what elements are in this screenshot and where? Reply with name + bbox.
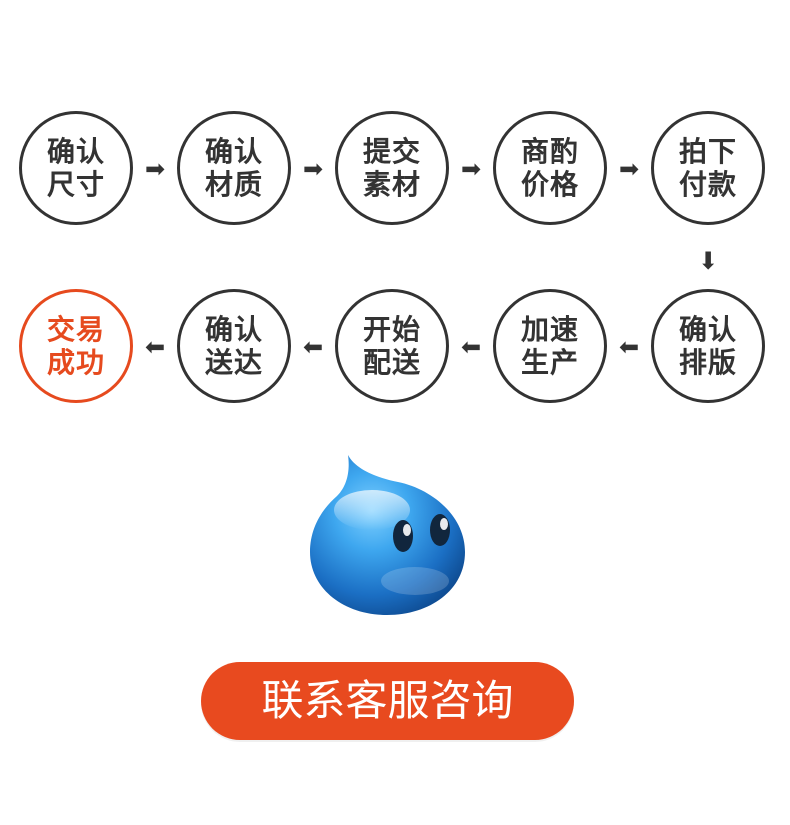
- step-start-delivery: 开始 配送: [335, 289, 449, 403]
- step-label-line2: 排版: [678, 346, 737, 379]
- process-flow-diagram: 确认 尺寸 ➡ 确认 材质 ➡ 提交 素材 ➡ 商酌 价格 ➡ 拍下 付款 ⬇ …: [19, 111, 765, 403]
- step-label-line1: 确认: [204, 135, 263, 168]
- step-label-line1: 确认: [46, 135, 105, 168]
- step-label-line1: 确认: [204, 313, 263, 346]
- step-confirm-delivery: 确认 送达: [177, 289, 291, 403]
- step-label-line2: 付款: [678, 168, 737, 201]
- step-label-line2: 价格: [520, 168, 579, 201]
- step-label-line2: 素材: [362, 168, 421, 201]
- step-label-line1: 确认: [678, 313, 737, 346]
- step-confirm-size: 确认 尺寸: [19, 111, 133, 225]
- arrow-right-icon: ➡: [144, 155, 166, 183]
- step-confirm-layout: 确认 排版: [651, 289, 765, 403]
- step-label-line2: 尺寸: [46, 168, 105, 201]
- arrow-left-icon: ⬅: [144, 333, 166, 361]
- step-transaction-success: 交易 成功: [19, 289, 133, 403]
- step-confirm-material: 确认 材质: [177, 111, 291, 225]
- step-submit-material: 提交 素材: [335, 111, 449, 225]
- step-label-line2: 生产: [520, 346, 579, 379]
- step-label-line1: 加速: [520, 313, 579, 346]
- step-label-line2: 成功: [46, 346, 105, 379]
- step-accelerate-production: 加速 生产: [493, 289, 607, 403]
- step-label-line1: 提交: [362, 135, 421, 168]
- step-label-line1: 交易: [46, 313, 105, 346]
- step-discuss-price: 商酌 价格: [493, 111, 607, 225]
- arrow-left-icon: ⬅: [302, 333, 324, 361]
- step-label-line2: 材质: [204, 168, 263, 201]
- step-label-line2: 配送: [362, 346, 421, 379]
- arrow-right-icon: ➡: [618, 155, 640, 183]
- arrow-left-icon: ⬅: [460, 333, 482, 361]
- arrow-right-icon: ➡: [460, 155, 482, 183]
- step-place-order-pay: 拍下 付款: [651, 111, 765, 225]
- arrow-down-icon: ⬇: [697, 247, 719, 275]
- step-label-line1: 开始: [362, 313, 421, 346]
- arrow-right-icon: ➡: [302, 155, 324, 183]
- arrow-left-icon: ⬅: [618, 333, 640, 361]
- contact-customer-service-button[interactable]: 联系客服咨询: [201, 662, 574, 740]
- step-label-line1: 商酌: [520, 135, 579, 168]
- step-label-line2: 送达: [204, 346, 263, 379]
- step-label-line1: 拍下: [678, 135, 737, 168]
- qq-droplet-mascot-icon[interactable]: [300, 450, 475, 620]
